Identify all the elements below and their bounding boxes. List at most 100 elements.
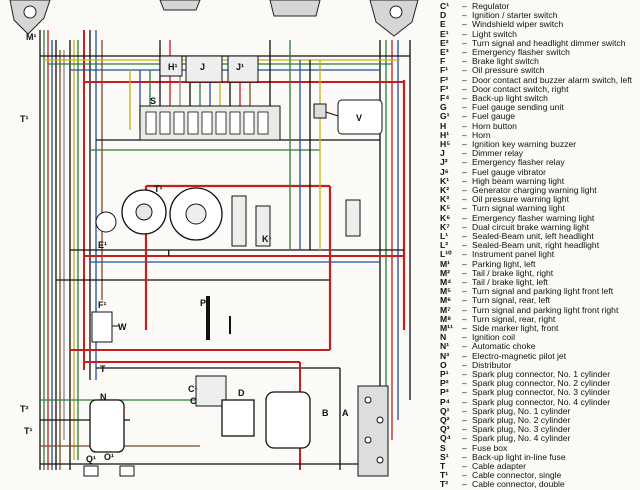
legend-dash: – — [462, 295, 467, 306]
legend-code: M² — [440, 267, 451, 278]
legend-label: Horn — [472, 129, 491, 140]
wiring-diagram: H¹ J J¹ S V E¹ T¹ M¹ W F¹ T² P¹ T T N C¹… — [9, 0, 419, 477]
legend-code: K⁷ — [440, 221, 450, 232]
legend-code: M⁸ — [440, 313, 452, 324]
legend-dash: – — [462, 332, 467, 343]
label-fuse-box: S — [150, 96, 156, 106]
legend-dash: – — [462, 258, 467, 269]
legend-label: Generator charging warning light — [472, 185, 597, 195]
label-starter: B — [322, 408, 329, 418]
legend-dash: – — [462, 433, 467, 444]
legend-code: K³ — [440, 194, 450, 205]
legend-dash: – — [462, 470, 467, 481]
legend-label: Distributor — [472, 359, 512, 370]
legend-label: Ignition key warning buzzer — [472, 139, 577, 149]
legend-code: N¹ — [440, 341, 450, 352]
legend-code: L² — [440, 240, 449, 251]
legend-dash: – — [462, 359, 467, 370]
legend-label: Cable connector, single — [472, 470, 562, 481]
legend-label: Oil pressure switch — [472, 65, 545, 76]
legend-dash: – — [462, 56, 467, 67]
legend-label: Windshield wiper switch — [472, 19, 564, 30]
legend-label: Spark plug connector, No. 1 cylinder — [472, 369, 611, 379]
switch-block — [231, 195, 361, 247]
legend-label: Sealed-Beam unit, right headlight — [472, 240, 600, 251]
legend-code: S — [440, 442, 446, 453]
light-switch — [95, 211, 117, 233]
legend-dash: – — [462, 378, 467, 389]
legend-dash: – — [462, 451, 467, 462]
legend-label: Turn signal warning light — [472, 203, 565, 214]
speedometer — [121, 189, 167, 235]
legend-dash: – — [462, 10, 467, 21]
legend-dash: – — [462, 203, 467, 214]
fuel-sender — [91, 311, 120, 343]
legend-dash: – — [462, 267, 467, 278]
legend-code: T² — [440, 479, 449, 490]
ignition-switch — [169, 187, 223, 241]
legend-dash: – — [462, 304, 467, 315]
legend-label: Door contact switch, right — [472, 83, 569, 94]
legend-label: Sealed-Beam unit, left headlight — [472, 231, 594, 241]
legend-label: Back-up light in-line fuse — [472, 451, 566, 462]
label-wiper-motor: V — [356, 113, 362, 123]
legend-dash: – — [462, 139, 467, 149]
legend-dash: – — [462, 83, 467, 94]
legend-label: Turn signal and parking light front righ… — [472, 304, 619, 315]
legend-label: Cable connector, double — [472, 479, 565, 490]
legend-label: Turn signal, rear, left — [472, 295, 551, 306]
legend-dash: – — [462, 221, 467, 232]
legend-code: E¹ — [440, 28, 449, 39]
legend-label: Cable adapter — [472, 461, 526, 471]
legend-dash: – — [462, 286, 467, 297]
legend-code: T¹ — [440, 470, 449, 481]
legend-code: H — [440, 120, 447, 131]
legend-dash: – — [462, 415, 467, 425]
legend-label: Dual circuit brake warning light — [472, 221, 590, 232]
legend-label: Tail / brake light, right — [472, 267, 554, 278]
legend-label: Emergency flasher warning light — [472, 212, 595, 223]
legend-code: E² — [440, 37, 449, 48]
legend-dash: – — [462, 405, 467, 416]
legend-label: Brake light switch — [472, 56, 539, 67]
legend-label: Emergency flasher switch — [472, 47, 570, 57]
label-battery: A — [342, 408, 349, 418]
legend-dash: – — [462, 231, 467, 241]
legend-dash: – — [462, 323, 467, 333]
legend-dash: – — [462, 424, 467, 435]
legend-label: Fuel gauge sending unit — [472, 102, 564, 113]
legend-code: D — [440, 10, 447, 21]
battery — [357, 385, 389, 477]
legend-dash: – — [462, 102, 467, 113]
label-connector-mid: T¹ — [154, 184, 163, 194]
legend-dash: – — [462, 341, 467, 352]
distributor — [221, 399, 255, 437]
label-horn: H¹ — [168, 62, 178, 72]
label-dimmer-relay: J — [200, 62, 205, 72]
legend-label: Back-up light switch — [472, 93, 548, 103]
legend-code: G¹ — [440, 111, 450, 122]
legend-label: Light switch — [472, 28, 517, 39]
legend-code: M¹¹ — [440, 323, 453, 333]
legend-dash: – — [462, 442, 467, 453]
legend-label: Fuse box — [472, 442, 508, 453]
label-fuel-sender: W — [118, 322, 127, 332]
legend-label: Dimmer relay — [472, 148, 524, 159]
legend-code: K⁶ — [440, 212, 451, 223]
label-double-connector: T² — [20, 404, 29, 414]
legend-code: K² — [440, 185, 450, 195]
legend-label: Instrument panel light — [472, 249, 555, 260]
legend-code: P³ — [440, 387, 449, 398]
headlight-left — [9, 0, 51, 35]
legend-label: Tail / brake light, left — [472, 277, 548, 287]
legend-code: J⁶ — [440, 166, 449, 177]
legend-label: Spark plug connector, No. 4 cylinder — [472, 396, 611, 407]
legend-dash: – — [462, 369, 467, 379]
legend-code: P⁴ — [440, 396, 450, 407]
legend-label: Spark plug, No. 3 cylinder — [472, 424, 571, 435]
legend-label: Spark plug, No. 4 cylinder — [472, 433, 571, 444]
legend-dash: – — [462, 74, 467, 85]
headlight-left-inner — [159, 0, 201, 11]
legend-dash: – — [462, 47, 467, 57]
legend-code: M⁶ — [440, 295, 452, 306]
